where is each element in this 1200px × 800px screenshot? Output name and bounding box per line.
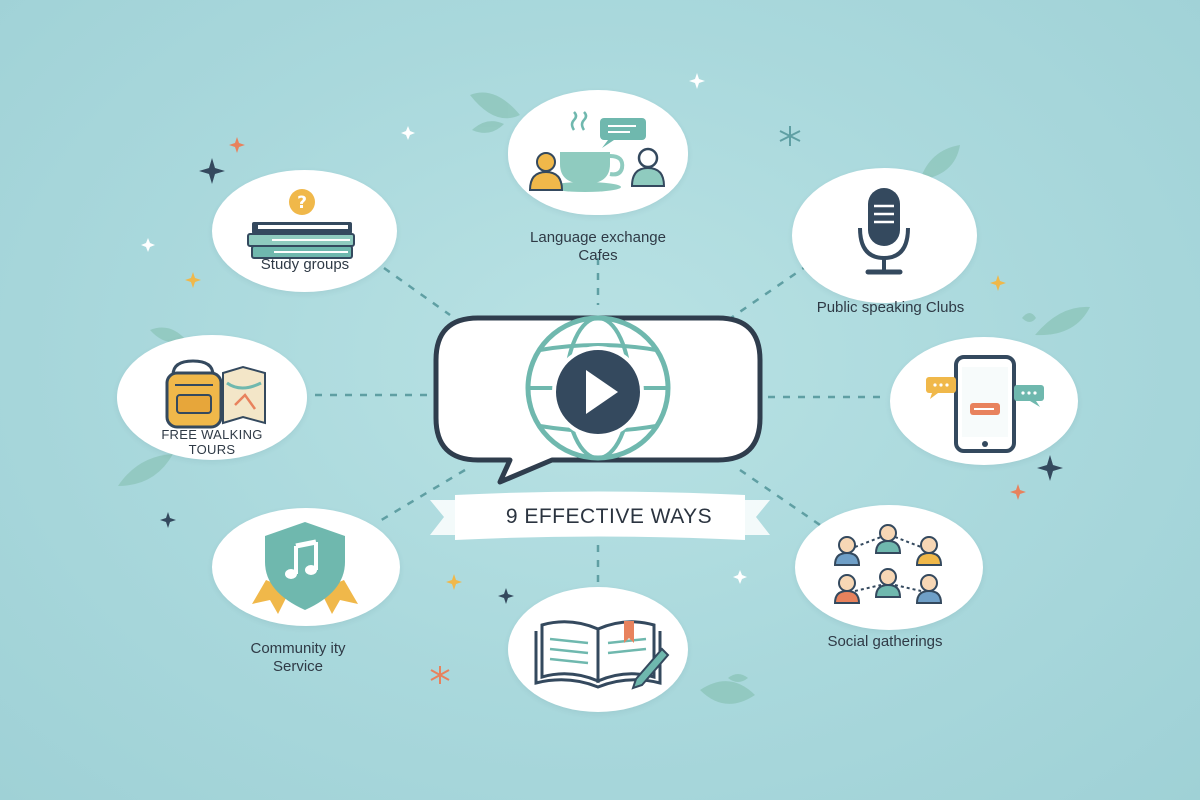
sparkle-icon xyxy=(401,126,415,140)
leaf-icon xyxy=(1022,313,1036,322)
sparkle-icon xyxy=(689,73,705,89)
books-question-icon: ? xyxy=(247,189,355,259)
label-line: Community ity xyxy=(250,640,346,657)
label-line: Language exchange xyxy=(530,229,666,246)
music-shield-icon xyxy=(252,522,358,614)
sparkle-icon xyxy=(498,588,514,604)
asterisk-icon xyxy=(430,666,450,684)
leaf-icon xyxy=(700,681,755,704)
label-line: Social gatherings xyxy=(827,633,943,650)
label-line: Cafes xyxy=(578,247,618,264)
sparkle-icon xyxy=(733,570,747,584)
svg-text:?: ? xyxy=(297,193,307,213)
label-line: TOURS xyxy=(188,442,236,457)
connector-bottom-left xyxy=(377,468,466,524)
sparkle-decorations xyxy=(141,73,1063,684)
leaf-icon xyxy=(470,92,520,119)
label-line: Study groups xyxy=(260,256,350,273)
connector-lines xyxy=(315,258,888,590)
label-public-speaking-clubs: Public speaking Clubs xyxy=(788,299,993,317)
label-study-groups: Study groups xyxy=(230,256,380,274)
leaf-decorations xyxy=(118,92,1090,704)
open-book-pen-icon xyxy=(534,620,670,690)
sparkle-icon xyxy=(990,275,1006,291)
sparkle-icon xyxy=(199,158,225,184)
node-social-gatherings xyxy=(795,505,983,630)
sparkle-icon xyxy=(1010,484,1026,500)
sparkle-icon xyxy=(185,272,201,288)
backpack-map-icon xyxy=(165,359,266,429)
sparkle-icon xyxy=(446,574,462,590)
globe-play-icon xyxy=(525,315,671,461)
node-community-service xyxy=(212,508,400,626)
leaf-icon xyxy=(728,674,748,682)
label-community-service: Community ity Service xyxy=(218,640,378,676)
node-study-groups: ? xyxy=(212,170,397,292)
coffee-chat-icon xyxy=(528,111,666,192)
label-social-gatherings: Social gatherings xyxy=(795,633,975,651)
label-free-walking-tours: FREE WALKING TOURS xyxy=(132,427,292,457)
label-line: Public speaking Clubs xyxy=(816,299,965,316)
banner-title: 9 EFFECTIVE WAYS xyxy=(505,505,713,528)
node-language-exchange-cafes xyxy=(508,90,688,215)
sparkle-icon xyxy=(229,137,245,153)
connector-top-right xyxy=(727,263,809,322)
node-free-walking-tours xyxy=(117,335,307,460)
node-public-speaking-clubs xyxy=(792,168,977,303)
sparkle-icon xyxy=(160,512,176,528)
label-language-exchange-cafes: Language exchange Cafes xyxy=(530,229,666,265)
leaf-icon xyxy=(1035,306,1090,336)
leaf-icon xyxy=(118,454,173,486)
label-line: FREE WALKING xyxy=(161,427,263,442)
node-reading xyxy=(508,587,688,712)
label-line: Service xyxy=(272,658,324,675)
leaf-icon xyxy=(472,121,504,133)
leaf-icon xyxy=(920,145,960,180)
node-mobile-apps xyxy=(890,337,1078,465)
phone-chat-icon xyxy=(926,355,1044,453)
asterisk-icon xyxy=(779,126,801,146)
sparkle-icon xyxy=(1037,455,1063,481)
ribbon-banner xyxy=(430,491,770,540)
connector-bottom-right xyxy=(739,468,821,527)
microphone-icon xyxy=(858,188,910,275)
sparkle-icon xyxy=(141,238,155,252)
people-network-icon xyxy=(833,524,943,604)
